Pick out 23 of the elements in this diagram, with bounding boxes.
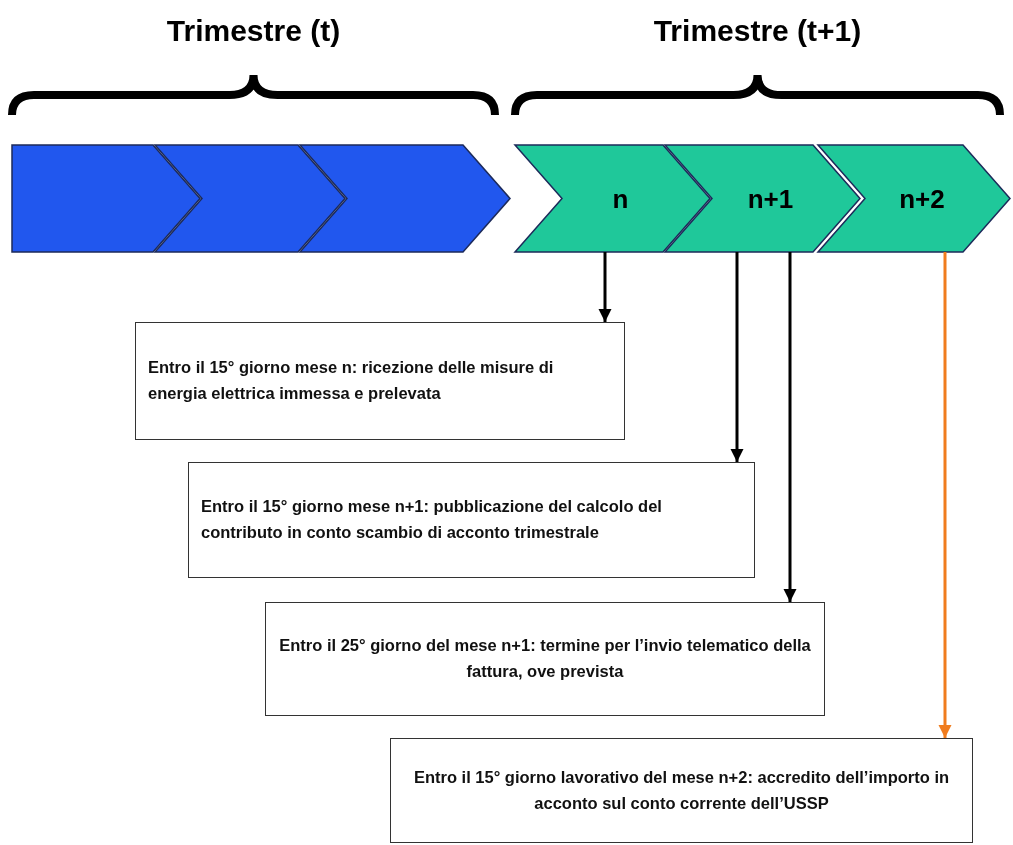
timeline-segment xyxy=(818,145,1010,252)
arrow xyxy=(938,252,952,738)
month-label: n+1 xyxy=(747,183,794,214)
arrow xyxy=(598,252,612,322)
month-label: n xyxy=(612,183,629,214)
note-box xyxy=(390,738,973,843)
note-text: Entro il 15° giorno mese n+1: pubblicazione del calcolo del contributo in conto scambio di acconto trimestrale xyxy=(201,496,663,543)
period-label: Trimestre (t+1) xyxy=(653,14,862,48)
note-text: Entro il 15° giorno mese n: ricezione delle misure di energia elettrica immessa e prelevata xyxy=(148,357,555,404)
note-text: Entro il 15° giorno lavorativo del mese n+2: accredito dell’importo in acconto sul conto corrente dell’USSP xyxy=(412,766,951,814)
timeline-segment xyxy=(155,145,345,252)
note-box xyxy=(265,602,825,716)
timeline-segment xyxy=(515,145,710,252)
note-box xyxy=(188,462,755,578)
timeline-segment xyxy=(12,145,200,252)
period-label: Trimestre (t) xyxy=(166,14,341,48)
arrow xyxy=(730,252,744,462)
timeline-segment xyxy=(665,145,860,252)
note-text: Entro il 25° giorno del mese n+1: termine per l’invio telematico della fattura, ove prevista xyxy=(278,635,812,682)
month-label: n+2 xyxy=(899,183,945,214)
note-box xyxy=(135,322,625,440)
arrow xyxy=(783,252,797,602)
timeline-segment xyxy=(300,145,510,252)
